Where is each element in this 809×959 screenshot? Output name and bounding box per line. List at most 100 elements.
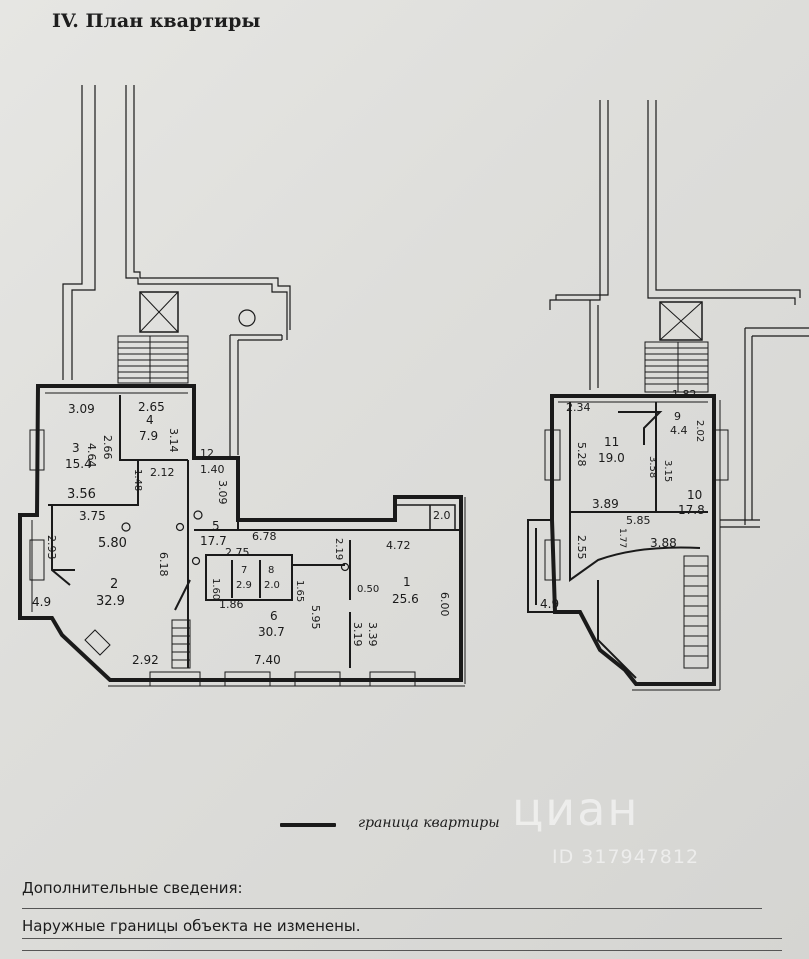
dim-3-89: 3.89 (592, 497, 619, 511)
left-lightwell-walls (229, 334, 283, 460)
floor-left (18, 85, 466, 687)
right-boundary-inner (558, 400, 721, 691)
legend-boundary-line (280, 823, 336, 827)
room-1-number: 1 (403, 575, 411, 589)
dim-3-58: 3.58 (647, 456, 658, 478)
dim-2-19: 2.19 (333, 538, 344, 560)
dim-6-18: 6.18 (157, 552, 170, 577)
right-apartment-boundary (550, 394, 716, 686)
left-elevator-cross-2 (139, 291, 179, 333)
dim-3-15: 3.15 (662, 460, 673, 482)
dim-3-75: 3.75 (79, 509, 106, 523)
dim-5-85: 5.85 (626, 514, 651, 527)
dim-2-92: 2.92 (132, 653, 159, 667)
room-2-area: 32.9 (96, 594, 125, 609)
dim-4-9-right: 4.9 (540, 597, 559, 611)
dim-1-60: 1.60 (210, 578, 221, 600)
room-5-number: 5 (212, 519, 220, 533)
room-11-area: 19.0 (598, 451, 625, 465)
dim-3-56: 3.56 (67, 487, 96, 502)
dim-4-64: 4.64 (85, 443, 98, 468)
dim-1-48: 1.48 (132, 469, 143, 491)
right-partitions (569, 402, 708, 679)
dim-3-88: 3.88 (650, 536, 677, 550)
dim-2-93: 2.93 (45, 535, 58, 560)
room-4-number: 4 (146, 413, 154, 427)
room-8-area: 2.0 (264, 580, 280, 591)
dim-12: 12 (200, 447, 214, 460)
dim-1-40: 1.40 (200, 463, 225, 476)
dim-3-39: 3.39 (366, 622, 379, 647)
dim-5-80: 5.80 (98, 536, 127, 551)
dim-2-65: 2.65 (138, 400, 165, 414)
floor-right (527, 100, 809, 691)
dim-6-00: 6.00 (438, 592, 451, 617)
right-elevator-cross-2 (659, 301, 703, 341)
room-3-area: 15.4 (65, 457, 92, 471)
dim-2-75: 2.75 (225, 546, 250, 559)
right-stair-down (683, 555, 709, 669)
room-10-number: 10 (687, 488, 702, 502)
dim-5-28: 5.28 (575, 442, 588, 467)
dim-4-72: 4.72 (386, 539, 411, 552)
room-9-area: 4.4 (670, 424, 688, 437)
dim-2-02: 2.02 (694, 420, 705, 442)
dim-0-50: 0.50 (357, 584, 379, 595)
room-1-area: 25.6 (392, 592, 419, 606)
room-11-number: 11 (604, 435, 619, 449)
cian-watermark: циан ID 317947812 (512, 782, 762, 882)
dim-3-09: 3.09 (68, 402, 95, 416)
info-rule-2 (22, 938, 782, 939)
additional-info-label: Дополнительные сведения: (22, 879, 243, 897)
right-elevator-shaft (659, 301, 703, 341)
dim-2-12: 2.12 (150, 466, 175, 479)
dim-4-9: 4.9 (32, 595, 51, 609)
right-labels: 2.34 1.82 2.02 5.28 3.58 3.15 3.89 5.85 … (540, 388, 705, 611)
left-fixture-5 (340, 562, 350, 572)
left-elevator-shaft (139, 291, 179, 333)
room-7-number: 7 (241, 565, 247, 576)
right-side-corridor (720, 327, 809, 528)
room-2-number: 2 (110, 577, 118, 592)
dim-5-95: 5.95 (309, 605, 322, 630)
room-7-area: 2.9 (236, 580, 252, 591)
dim-6-78: 6.78 (252, 530, 277, 543)
info-rule-3 (22, 950, 782, 951)
left-small-stair (171, 619, 191, 669)
left-apartment-boundary (18, 384, 463, 682)
left-partitions (48, 395, 460, 668)
info-rule-1 (22, 908, 762, 909)
dim-7-40: 7.40 (254, 653, 281, 667)
page-title: IV. План квартиры (52, 10, 261, 32)
dim-3-14: 3.14 (167, 428, 180, 453)
right-shaft-walls (549, 100, 801, 390)
room-9-number: 9 (674, 410, 681, 423)
left-fixture-2 (175, 522, 185, 532)
room-6-area: 30.7 (258, 625, 285, 639)
left-shaft-walls (62, 85, 291, 380)
left-windows (29, 429, 416, 687)
floor-plan-drawing: 3.09 2.65 4.64 2.66 3.14 3.56 2.12 1.40 … (18, 85, 809, 691)
left-fixture-3 (193, 510, 203, 520)
room-6-number: 6 (270, 609, 278, 623)
room-10-area: 17.8 (678, 503, 705, 517)
dim-1-82: 1.82 (672, 388, 697, 401)
dim-2-34: 2.34 (566, 401, 591, 414)
dim-1-65: 1.65 (294, 580, 305, 602)
left-fixture-1 (121, 522, 131, 532)
dim-1-86: 1.86 (219, 598, 244, 611)
left-column (238, 309, 256, 327)
watermark-logo: циан (512, 782, 640, 836)
left-boundary-inner (31, 392, 466, 687)
dim-2-0: 2.0 (433, 509, 451, 522)
room-8-number: 8 (268, 565, 274, 576)
room-4-area: 7.9 (139, 429, 158, 443)
watermark-id: ID 317947812 (552, 846, 700, 868)
room-3-number: 3 (72, 441, 80, 455)
additional-info-text: Наружные границы объекта не изменены. (22, 917, 361, 935)
dim-1-77: 1.77 (617, 528, 627, 548)
right-windows (544, 429, 729, 581)
dim-3-09b: 3.09 (216, 480, 229, 505)
dim-3-19: 3.19 (351, 622, 364, 647)
